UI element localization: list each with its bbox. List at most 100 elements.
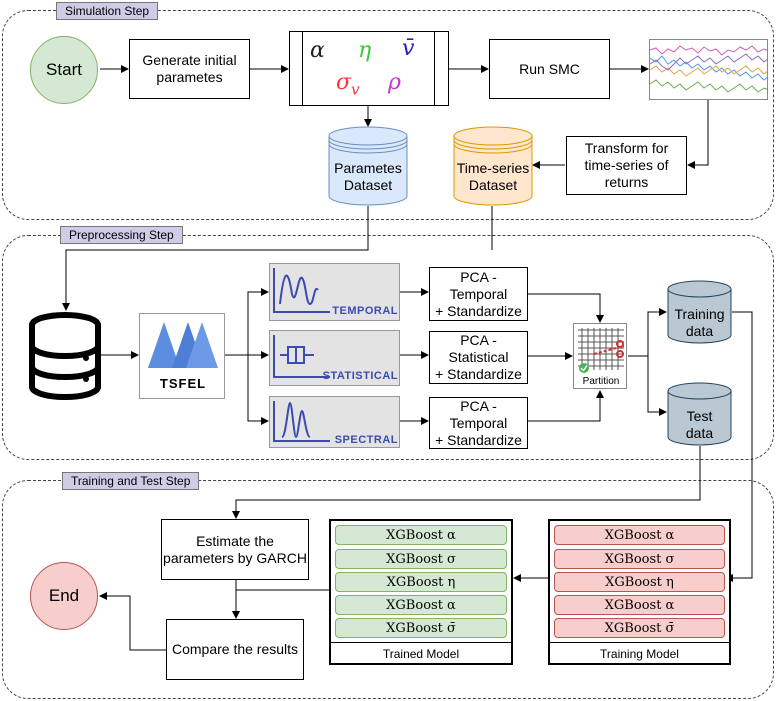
smc-path-5	[650, 53, 767, 71]
sigma-subscript: v	[351, 80, 360, 99]
training-xgboost-sigma: XGBoost σ	[554, 549, 725, 569]
test-data-line1: Test	[686, 408, 713, 424]
arrow-tsfel-temporal	[225, 288, 269, 356]
temporal-panel: TEMPORAL	[269, 263, 400, 321]
arrow-partition-test	[647, 356, 667, 416]
sigma-symbol: σv	[336, 70, 360, 98]
transform-box: Transform for time-series of returns	[566, 136, 687, 195]
generate-line1: Generate initial	[142, 52, 237, 68]
statistical-panel: STATISTICAL	[269, 330, 400, 386]
smc-path-3	[650, 65, 767, 77]
pca3-line3: + Standardize	[435, 431, 522, 448]
params-dataset-cylinder	[328, 126, 408, 206]
trained-model-container: XGBoost α XGBoost σ XGBoost η XGBoost α …	[329, 519, 513, 665]
partition-icon-svg	[578, 328, 625, 373]
trained-xgboost-alpha-2: XGBoost α	[335, 595, 507, 615]
tsfel-logo: TSFEL	[139, 313, 225, 399]
spectral-panel-svg	[273, 401, 330, 442]
pca-temporal-box-1: PCA - Temporal + Standardize	[429, 267, 528, 321]
rho-symbol: ρ	[388, 70, 401, 95]
arrow-paramsdb-db	[62, 206, 369, 311]
trained-xgboost-eta: XGBoost η	[335, 572, 507, 592]
temporal-label: TEMPORAL	[332, 305, 398, 317]
training-xgboost-alpha: XGBoost α	[554, 525, 725, 545]
pca-statistical-box: PCA - Statistical + Standardize	[429, 331, 528, 384]
spectral-panel: SPECTRAL	[269, 396, 400, 448]
run-smc-box: Run SMC	[489, 39, 610, 99]
compare-results-box: Compare the results	[166, 619, 304, 680]
smc-paths-chart	[649, 39, 768, 100]
training-xgboost-eta: XGBoost η	[554, 572, 725, 592]
temporal-panel-svg	[273, 268, 330, 313]
training-model-label: Training Model	[600, 647, 679, 661]
statistical-label: STATISTICAL	[322, 370, 398, 382]
estimate-line1: Estimate the	[196, 532, 274, 549]
partition-icon: Partition	[573, 323, 627, 389]
partition-label: Partition	[582, 376, 620, 387]
estimate-line2: parameters by GARCH	[163, 549, 307, 566]
training-step-tag: Training and Test Step	[62, 472, 200, 490]
pca2-line3: + Standardize	[435, 366, 522, 382]
vbar-symbol: v̄	[402, 36, 415, 61]
start-node: Start	[30, 36, 98, 104]
params-box: α η v̄ σv ρ	[289, 31, 449, 106]
tsfel-logo-svg	[148, 322, 218, 368]
pca-temporal-box-2: PCA - Temporal + Standardize	[429, 397, 528, 449]
pca1-line2: Temporal	[449, 285, 508, 302]
database-icon-svg	[29, 312, 101, 400]
pca3-line1: PCA -	[460, 397, 497, 414]
arrow-tsfel-spectral	[247, 355, 269, 425]
simulation-step-tag: Simulation Step	[56, 2, 159, 20]
smc-path-4	[650, 79, 767, 93]
timeseries-dataset-line1: Time-series	[456, 160, 530, 176]
arrow-partition-train	[628, 308, 667, 357]
trained-xgboost-alpha: XGBoost α	[335, 525, 507, 545]
arrow-test-estimate	[232, 446, 701, 519]
preprocessing-step-tag: Preprocessing Step	[60, 226, 183, 244]
transform-line3: returns	[604, 174, 649, 190]
params-box-right-rule	[434, 32, 435, 105]
smc-path-2	[650, 55, 767, 81]
params-dataset-line2: Dataset	[343, 177, 393, 193]
sigma-letter: σ	[336, 70, 352, 95]
pca2-line1: PCA -	[460, 332, 497, 348]
alpha-symbol: α	[310, 38, 325, 63]
pca1-line1: PCA -	[460, 268, 497, 285]
spectral-label: SPECTRAL	[334, 434, 398, 446]
simulation-section	[2, 10, 774, 220]
timeseries-dataset-db: Time-series Dataset	[453, 126, 533, 206]
training-model-divider	[550, 642, 729, 643]
arrow-train-trainingmodel	[725, 311, 753, 582]
params-dataset-line1: Parametes	[334, 160, 402, 176]
database-icon	[28, 312, 102, 400]
transform-line1: Transform for	[584, 140, 669, 156]
transform-line2: time-series of	[584, 157, 669, 173]
test-data-cylinder	[667, 382, 732, 446]
end-node: End	[30, 562, 98, 630]
trained-model-label: Trained Model	[382, 647, 460, 661]
pca3-line2: Temporal	[449, 414, 508, 431]
smc-path-1	[650, 45, 767, 56]
test-data-db: Test data	[667, 382, 732, 446]
training-data-cylinder	[667, 280, 732, 344]
arrow-chart-transform	[687, 100, 709, 169]
generate-params-box: Generate initial parametes	[129, 39, 250, 99]
params-box-left-rule	[302, 32, 303, 105]
arrow-pca1-partition	[528, 293, 604, 323]
pca2-line2: Statistical	[448, 349, 509, 365]
timeseries-dataset-cylinder	[453, 126, 533, 206]
training-data-line2: data	[685, 323, 714, 339]
generate-line2: parametes	[156, 69, 223, 85]
test-data-line2: data	[685, 425, 714, 441]
training-section	[2, 480, 774, 699]
training-data-line1: Training	[674, 306, 725, 322]
training-xgboost-sigma-bar: XGBoost σ̄	[554, 618, 725, 638]
arrow-pca3-partition	[528, 390, 604, 422]
estimate-garch-box: Estimate the parameters by GARCH	[161, 519, 309, 580]
trained-xgboost-sigma-bar: XGBoost σ̄	[335, 618, 507, 638]
pca1-line3: + Standardize	[435, 302, 522, 319]
params-dataset-db: Parametes Dataset	[328, 126, 408, 206]
timeseries-dataset-line2: Dataset	[468, 177, 518, 193]
smc-paths-svg	[650, 45, 767, 93]
